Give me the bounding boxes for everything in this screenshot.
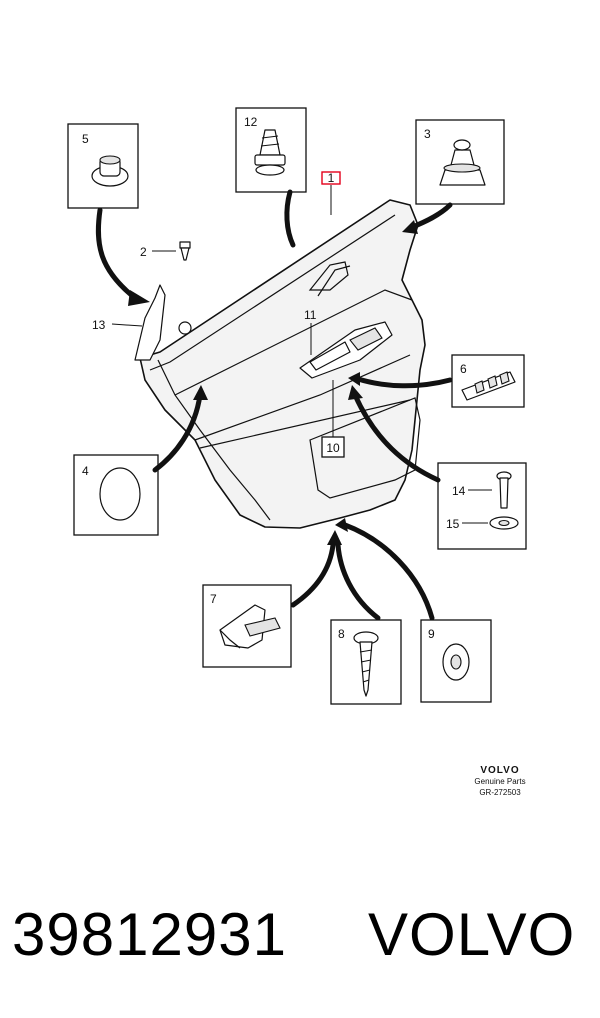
callout-15: 15 [446, 517, 460, 531]
part-number: 39812931 [12, 901, 287, 968]
door-trim-panel [134, 199, 426, 529]
arrow-7 [290, 542, 336, 608]
parts-diagram: 1 5 12 3 2 13 11 [67, 107, 527, 705]
part-2-clip [179, 241, 191, 261]
callout-1-highlight [321, 171, 341, 185]
brand-subtitle: Genuine Parts [474, 777, 526, 786]
part-6-box: 6 [451, 354, 525, 408]
arrow-9 [342, 522, 435, 621]
callout-3: 3 [424, 127, 431, 141]
part-5-box: 5 [67, 123, 139, 209]
arrow-6 [352, 375, 453, 389]
part-7-box: 7 [202, 584, 292, 668]
arrow-8 [335, 542, 381, 621]
callout-12: 12 [244, 115, 258, 129]
callout-1: 1 [328, 171, 335, 185]
callout-13: 13 [92, 318, 106, 332]
callout-2: 2 [140, 245, 147, 259]
callout-9: 9 [428, 627, 435, 641]
footer: 39812931 VOLVO [0, 895, 600, 985]
arrow-3 [407, 202, 453, 231]
part-12-box: 12 [235, 107, 307, 193]
callout-14: 14 [452, 484, 466, 498]
arrow-4 [152, 392, 203, 473]
brand-logo: VOLVO [480, 765, 520, 776]
callout-7: 7 [210, 592, 217, 606]
part-3-box: 3 [415, 119, 505, 205]
part-14-15-box: 14 15 [437, 462, 527, 550]
callout-4: 4 [82, 464, 89, 478]
callout-11: 11 [304, 308, 317, 322]
callout-6: 6 [460, 362, 467, 376]
arrow-5 [95, 207, 138, 301]
callout-5: 5 [82, 132, 89, 146]
arrow-12 [284, 189, 296, 248]
arrow-14 [352, 392, 441, 483]
callout-8: 8 [338, 627, 345, 641]
part-8-box: 8 [330, 619, 402, 705]
brand-block: VOLVO Genuine Parts GR-272503 [460, 765, 540, 798]
brand-ref: GR-272503 [479, 788, 521, 797]
part-4-box: 4 [73, 454, 159, 536]
callout-10: 10 [326, 441, 340, 455]
part-9-box: 9 [420, 619, 492, 703]
make-label: VOLVO [368, 901, 576, 968]
